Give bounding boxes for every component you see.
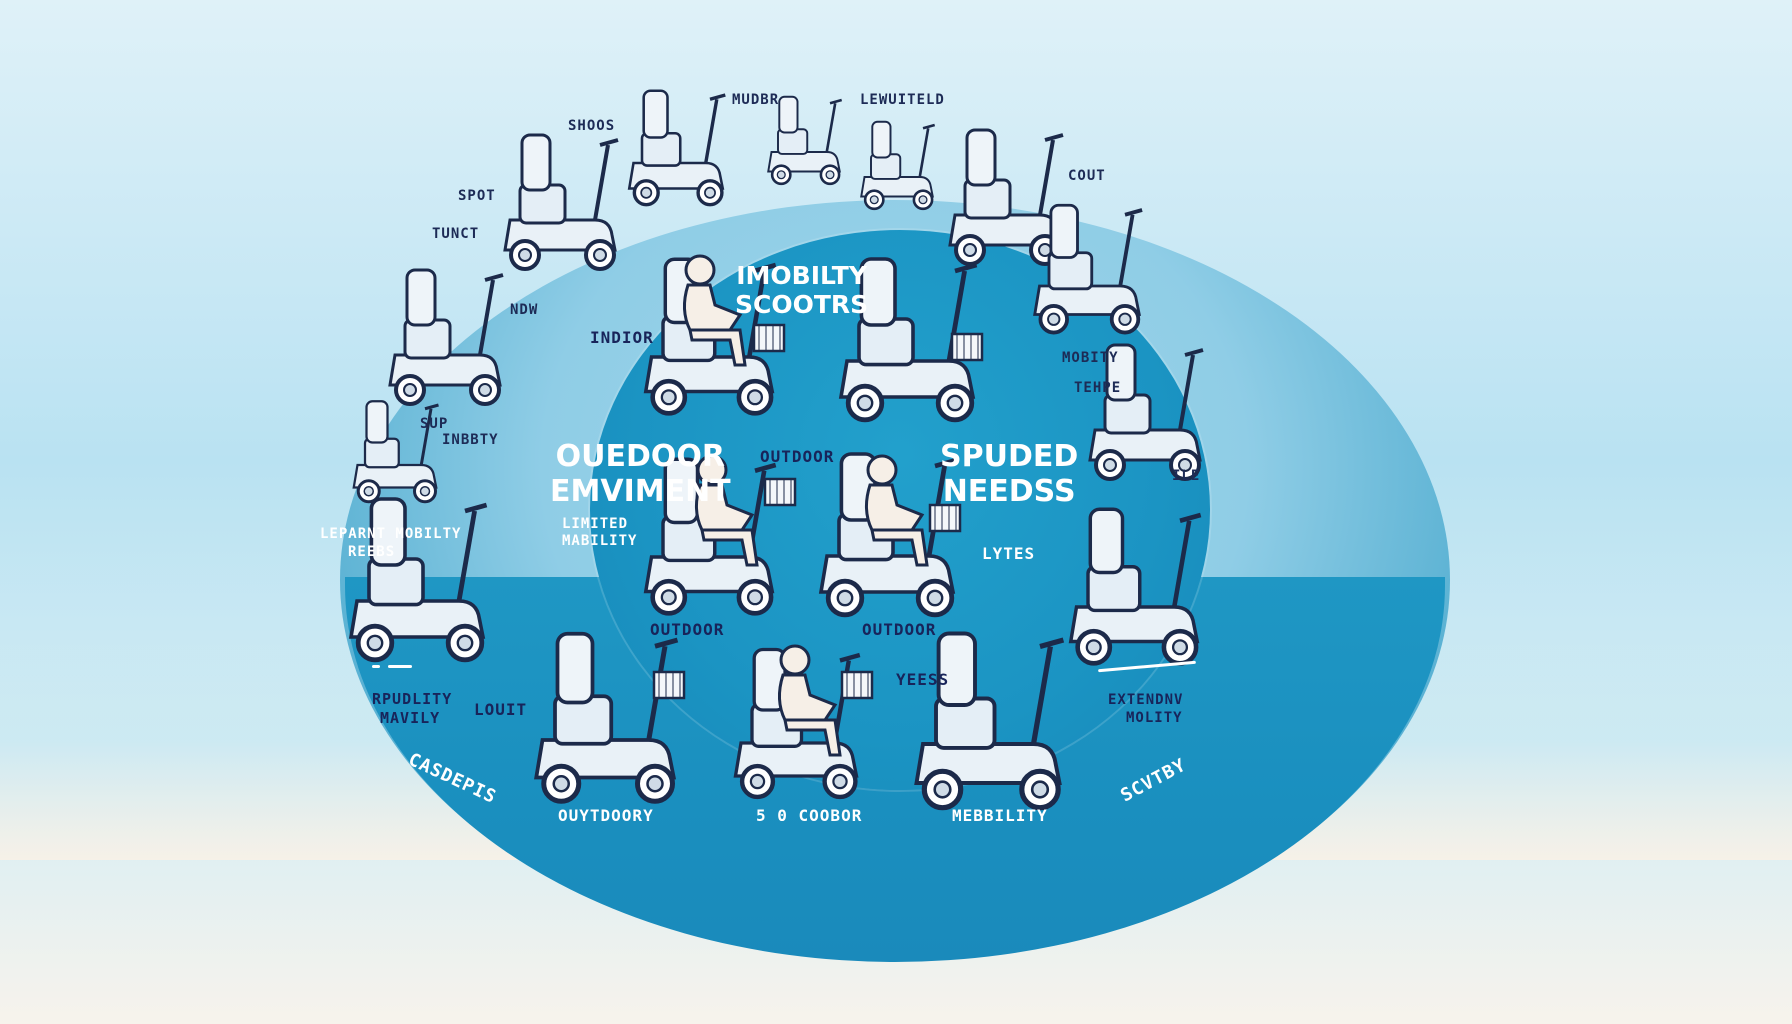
heading-outdoor-environment-line2: EMVIMENT	[550, 473, 731, 509]
label-lepart-mobility-needs: LEPARNT MOBILTY REEBS	[320, 525, 461, 561]
label-extendiv-line1: EXTENDNV	[1108, 692, 1184, 708]
label-mobity: MOBITY	[1062, 350, 1119, 366]
label-outdoor-left: OUTDOOR	[650, 620, 725, 639]
label-outdoor-right: OUTDOOR	[862, 620, 937, 639]
label-coobor: 5 0 COOBOR	[756, 806, 863, 825]
label-tehpe: TEHPE	[1074, 380, 1122, 396]
heading-specialized-needs-line2: NEEDSS	[942, 473, 1076, 509]
label-ile: ILE	[1172, 468, 1201, 484]
heading-mobility-scooters-line2: SCOOTRS	[735, 289, 869, 319]
dash-left-1	[372, 665, 380, 668]
label-lepart-line1: LEPARNT MOBILTY	[320, 526, 462, 542]
label-limited-mobility: LIMITED MABILITY	[562, 516, 637, 550]
label-ndw: NDW	[510, 302, 539, 318]
label-ouytdoory: OUYTDOORY	[558, 806, 654, 825]
label-extendiv-molity: EXTENDNV MOLITY	[1108, 692, 1183, 727]
label-extendiv-line2: MOLITY	[1126, 709, 1183, 726]
heading-outdoor-environment-line1: OUEDOOR	[555, 439, 726, 474]
label-rpudlity-line2: MAVILY	[380, 708, 441, 727]
label-cout: COUT	[1068, 168, 1106, 184]
label-limited-mobility-line1: LIMITED	[562, 516, 629, 532]
label-mudbr: MUDBR	[732, 92, 780, 108]
label-spot: SPOT	[458, 188, 496, 204]
label-shoos: SHOOS	[568, 118, 616, 134]
heading-mobility-scooters: IMOBILTY SCOOTRS	[735, 261, 869, 320]
heading-specialized-needs-line1: SPUDED	[940, 439, 1079, 474]
label-indior: INDIOR	[590, 328, 654, 347]
heading-mobility-scooters-line1: IMOBILTY	[736, 261, 867, 290]
label-louit: LOUIT	[474, 700, 528, 719]
label-lytes: LYTES	[982, 544, 1036, 563]
label-sup: SUP	[420, 416, 449, 432]
dash-left-2	[388, 665, 412, 668]
label-lepart-line2: REEBS	[348, 544, 396, 561]
label-yeess: YEESS	[896, 670, 950, 689]
label-mebbility: MEBBILITY	[952, 806, 1048, 825]
label-tunct: TUNCT	[432, 226, 480, 242]
label-rpudlity-line1: RPUDLITY	[372, 690, 453, 708]
label-limited-mobility-line2: MABILITY	[562, 532, 638, 549]
heading-specialized-needs: SPUDED NEEDSS	[940, 439, 1079, 509]
label-inbbty: INBBTY	[442, 432, 499, 448]
label-outdoor-top: OUTDOOR	[760, 447, 835, 466]
heading-outdoor-environment: OUEDOOR EMVIMENT	[550, 439, 731, 509]
label-lewuiteld: LEWUITELD	[860, 92, 945, 108]
label-rpudlity-mavily: RPUDLITY MAVILY	[372, 690, 452, 728]
